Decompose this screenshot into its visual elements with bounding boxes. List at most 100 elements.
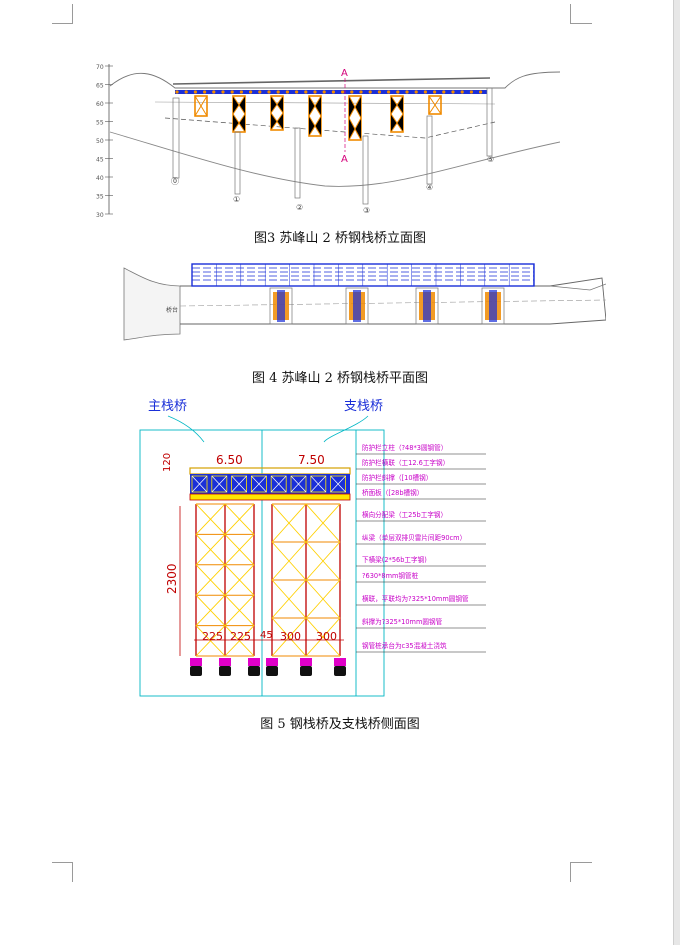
- concrete-footing: [219, 666, 231, 676]
- pier-number: ⓪: [171, 177, 179, 186]
- deck-node: [331, 90, 335, 94]
- deck-node: [442, 90, 446, 94]
- diagonal-bracing: [195, 503, 226, 535]
- note-label: 防护栏立柱（?48*3圆钢管）: [362, 443, 447, 452]
- pier-number: ①: [233, 195, 240, 204]
- road-centerline: [164, 117, 496, 139]
- scale-label: 30: [96, 212, 104, 219]
- concrete-footing: [300, 666, 312, 676]
- deck-node: [203, 90, 207, 94]
- pier-number: ④: [426, 183, 433, 192]
- diagonal-bracing: [271, 617, 307, 657]
- component-notes: 防护栏立柱（?48*3圆钢管）防护栏横联（工12.6工字钢）防护栏斜撑（[10槽…: [356, 443, 486, 653]
- note-label: ?630*8mm钢管桩: [362, 571, 419, 580]
- concrete-footing: [334, 666, 346, 676]
- scale-label: 45: [96, 157, 104, 164]
- deck-node: [276, 90, 280, 94]
- bailey-panel: [191, 475, 208, 493]
- pile-cap: [248, 658, 260, 666]
- bailey-beam-section: [190, 474, 350, 494]
- abutment-label: 桥台: [166, 306, 178, 314]
- crop-mark-top-right: [570, 4, 571, 24]
- crop-mark-bottom-right: [570, 862, 592, 863]
- main-width-dimension: 6.50: [216, 453, 243, 467]
- guardrail: [189, 467, 351, 475]
- deck-node: [377, 90, 381, 94]
- deck-node: [313, 90, 317, 94]
- pile-cap: [266, 658, 278, 666]
- plan-pier-caps: [269, 287, 505, 325]
- main-trestle-title: 主栈桥: [148, 399, 187, 414]
- pier-number: ⑤: [487, 155, 494, 164]
- diagonal-bracing: [224, 503, 255, 535]
- crop-mark-top-left: [52, 23, 73, 24]
- concrete-footing: [190, 666, 202, 676]
- diagonal-bracing: [305, 579, 341, 619]
- trestle-side-view: 主栈桥 支栈桥 6.50 7.50 120 2300 225 225 45 30…: [139, 399, 486, 697]
- concrete-footing: [248, 666, 260, 676]
- branch-width-dimension: 7.50: [298, 453, 325, 467]
- deck-node: [387, 90, 391, 94]
- scale-label: 40: [96, 175, 104, 182]
- note-label: 纵梁（单层双排贝雷片间距90cm）: [362, 533, 466, 542]
- bailey-panel: [290, 475, 307, 493]
- bailey-brace: [330, 475, 346, 493]
- bailey-panel: [330, 475, 347, 493]
- diagonal-bracing: [224, 594, 255, 626]
- diagonal-bracing: [195, 564, 226, 596]
- deck-node: [433, 90, 437, 94]
- section-marker-bottom: A: [341, 154, 348, 165]
- bailey-brace: [191, 475, 208, 493]
- note-label: 横向分配梁（工25b工字钢）: [362, 510, 447, 519]
- note-label: 桥面板（[28b槽钢）: [362, 488, 423, 497]
- steel-piles: [172, 87, 493, 205]
- leader-branch: [323, 415, 369, 443]
- diagonal-bracing: [224, 534, 255, 566]
- pier-number: ②: [296, 203, 303, 212]
- leader-main: [167, 415, 205, 443]
- deck-node: [221, 90, 225, 94]
- pier-height-dimension: 2300: [165, 563, 179, 594]
- left-abutment: [123, 267, 181, 341]
- pile-cap: [190, 658, 202, 666]
- deck-node: [460, 90, 464, 94]
- bailey-panel: [270, 475, 287, 493]
- scale-label: 65: [96, 83, 104, 90]
- ground-profile-upper: [109, 71, 560, 89]
- diagonal-bracing: [271, 503, 307, 543]
- bailey-panels: [191, 475, 347, 493]
- crop-mark-top-right: [570, 23, 592, 24]
- spacing-dimension: 225: [202, 630, 223, 643]
- diagonal-bracing: [195, 534, 226, 566]
- branch-trestle-title: 支栈桥: [344, 399, 383, 414]
- note-label: 横联，平联均为?325*10mm圆钢管: [362, 594, 469, 603]
- deck-node: [322, 90, 326, 94]
- section-marker-top: A: [341, 68, 348, 79]
- bailey-panel: [211, 475, 228, 493]
- spacing-dimension: 300: [316, 630, 337, 643]
- deck-node: [295, 90, 299, 94]
- deck-node: [193, 90, 197, 94]
- right-abutment: [549, 283, 606, 291]
- bailey-brace: [231, 475, 247, 493]
- deck-node: [230, 90, 234, 94]
- plan-centerline: [179, 299, 606, 307]
- pile-cap: [300, 658, 312, 666]
- pile-cap: [219, 658, 231, 666]
- deck-node: [184, 90, 188, 94]
- deck-node: [451, 90, 455, 94]
- pier-number: ③: [363, 206, 370, 215]
- deck-node: [239, 90, 243, 94]
- deck-node: [359, 90, 363, 94]
- deck-node: [405, 90, 409, 94]
- spacing-dimension: 45: [260, 630, 273, 641]
- deck-node: [212, 90, 216, 94]
- deck-node: [304, 90, 308, 94]
- deck-panel-marks: [175, 90, 483, 94]
- reference-line: [154, 101, 496, 105]
- deck-girder: [175, 90, 487, 94]
- deck-node: [414, 90, 418, 94]
- figure-4-caption: 图 4 苏峰山 2 桥钢栈桥平面图: [251, 371, 429, 386]
- diagonal-bracing: [305, 617, 341, 657]
- bailey-brace: [310, 475, 327, 493]
